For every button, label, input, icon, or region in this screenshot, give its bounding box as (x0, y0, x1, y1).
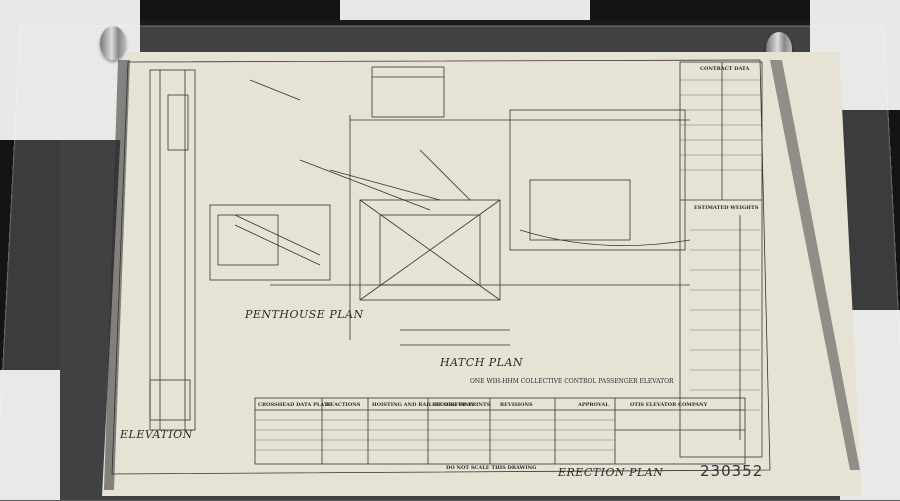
car-description: ONE WIH-HHM COLLECTIVE CONTROL PASSENGER… (470, 378, 674, 385)
hoisting-header: HOISTING AND RAIL BRACKETING (372, 402, 474, 408)
estimated-weights-header: ESTIMATED WEIGHTS (694, 205, 759, 211)
company-name: OTIS ELEVATOR COMPANY (630, 402, 708, 408)
erection-plan-label: ERECTION PLAN (558, 466, 664, 479)
hatch-plan-label: HATCH PLAN (440, 356, 524, 369)
standoff-left (100, 26, 126, 60)
crosshead-header: CROSSHEAD DATA PLATE (258, 402, 332, 408)
elevation-label: ELEVATION (120, 428, 193, 441)
approval-header: APPROVAL (578, 402, 609, 408)
do-not-scale-note: DO NOT SCALE THIS DRAWING (446, 465, 537, 471)
penthouse-plan-label: PENTHOUSE PLAN (245, 308, 364, 321)
revisions-header: REVISIONS (500, 402, 533, 408)
reactions-header: REACTIONS (326, 402, 361, 408)
drawing-number: 230352 (700, 462, 764, 480)
record-prints-header: RECORD OF PRINTS (432, 402, 491, 408)
blueprint-paper (102, 52, 862, 496)
contract-data-header: CONTRACT DATA (700, 66, 750, 72)
